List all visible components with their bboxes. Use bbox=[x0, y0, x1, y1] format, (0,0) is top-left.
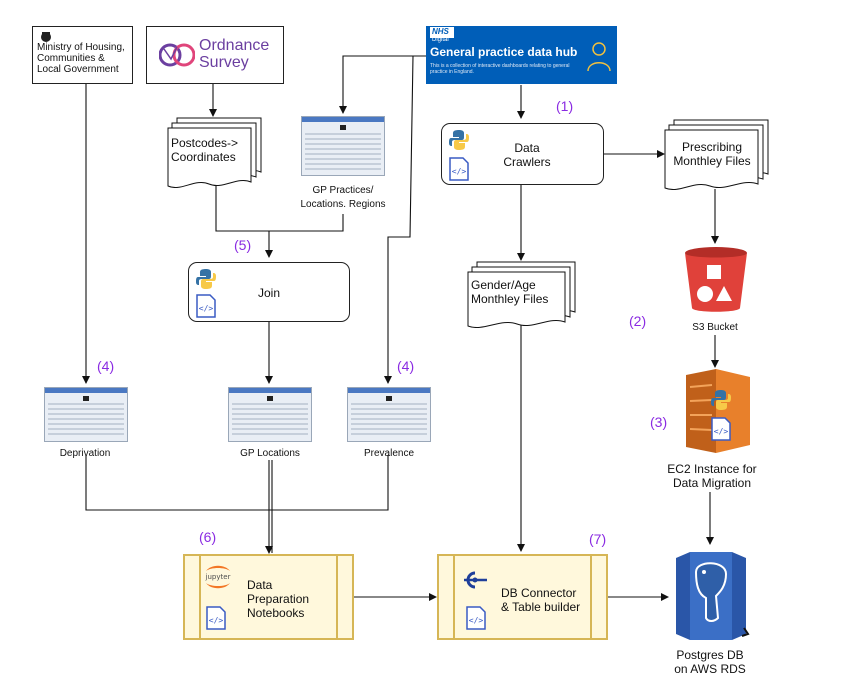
db-connector-label: DB Connector & Table builder bbox=[501, 586, 581, 614]
arrow-nhs-prevalence bbox=[384, 55, 420, 384]
postcodes-document: Postcodes-> Coordinates bbox=[167, 116, 263, 188]
step-3-label: (3) bbox=[650, 414, 668, 430]
step-7-label: (7) bbox=[589, 531, 607, 547]
svg-text:</>: </> bbox=[469, 616, 484, 625]
python-icon bbox=[710, 389, 732, 416]
gp-practices-screenshot bbox=[301, 116, 385, 176]
ec2-label: EC2 Instance for Data Migration bbox=[667, 462, 757, 490]
royal-crest-icon bbox=[39, 30, 53, 48]
svg-text:</>: </> bbox=[714, 427, 729, 436]
code-file-icon: </> bbox=[195, 294, 217, 323]
nhs-badge-bottom: Digital bbox=[432, 37, 449, 43]
document-stack-icon bbox=[167, 117, 262, 188]
svg-text:</>: </> bbox=[209, 616, 224, 625]
step-5-label: (5) bbox=[234, 237, 252, 253]
mhclg-label: Ministry of Housing, Communities & Local… bbox=[37, 42, 125, 75]
mhclg-source: Ministry of Housing, Communities & Local… bbox=[32, 26, 133, 84]
line-to-dataprep bbox=[85, 455, 389, 511]
box-left-bar bbox=[185, 556, 201, 638]
ordnance-survey-logo-icon bbox=[158, 39, 196, 76]
arrow-nhs-gppractices bbox=[339, 55, 426, 114]
os-label-line1: Ordnance bbox=[199, 37, 270, 54]
svg-text:</>: </> bbox=[199, 304, 214, 313]
document-stack-icon bbox=[664, 119, 769, 190]
doctor-icon bbox=[586, 40, 612, 77]
postgres-label: Postgres DB on AWS RDS bbox=[674, 648, 746, 676]
data-crawlers-node: </> Data Crawlers bbox=[441, 123, 604, 185]
data-preparation-node: jupyter </> Data Preparation Notebooks bbox=[183, 554, 354, 640]
svg-text:</>: </> bbox=[452, 167, 467, 176]
python-icon bbox=[195, 268, 217, 295]
join-node: </> Join bbox=[188, 262, 350, 322]
os-label-line2: Survey bbox=[199, 54, 249, 71]
code-file-icon: </> bbox=[448, 157, 470, 186]
jupyter-text: jupyter bbox=[205, 573, 231, 581]
line-postcodes-gp bbox=[215, 185, 344, 232]
jupyter-icon: jupyter bbox=[203, 562, 233, 595]
db-connector-node: </> DB Connector & Table builder bbox=[437, 554, 608, 640]
step-2-label: (2) bbox=[629, 313, 647, 329]
data-preparation-label: Data Preparation Notebooks bbox=[247, 578, 310, 620]
data-crawlers-label: Data Crawlers bbox=[503, 141, 551, 169]
s3-label: S3 Bucket bbox=[692, 322, 738, 333]
postcodes-label: Postcodes-> Coordinates bbox=[171, 136, 239, 164]
python-icon bbox=[448, 129, 470, 156]
join-label: Join bbox=[257, 286, 280, 300]
nhs-badge: NHS bbox=[430, 27, 454, 38]
ec2-instance-icon: </> bbox=[676, 367, 754, 460]
ordnance-survey-source: Ordnance Survey bbox=[146, 26, 284, 84]
prescribing-document: Prescribing Monthley Files bbox=[664, 118, 770, 190]
deprivation-label: Deprivation bbox=[59, 448, 111, 459]
box-left-bar bbox=[439, 556, 455, 638]
deprivation-screenshot bbox=[44, 387, 128, 442]
step-1-label: (1) bbox=[556, 98, 574, 114]
box-right-bar bbox=[590, 556, 606, 638]
gender-age-document: Gender/Age Monthley Files bbox=[467, 260, 577, 328]
step-4a-label: (4) bbox=[97, 358, 115, 374]
connector-icon bbox=[461, 570, 489, 595]
gp-locations-screenshot bbox=[228, 387, 312, 442]
nhs-badge-top: NHS bbox=[432, 27, 449, 36]
code-file-icon: </> bbox=[710, 417, 732, 446]
box-right-bar bbox=[336, 556, 352, 638]
s3-bucket-icon bbox=[683, 246, 749, 319]
nhs-subtitle: This is a collection of interactive dash… bbox=[430, 63, 570, 75]
code-file-icon: </> bbox=[465, 606, 487, 635]
document-stack-icon bbox=[467, 261, 576, 328]
gender-age-label: Gender/Age Monthley Files bbox=[471, 278, 549, 306]
step-4b-label: (4) bbox=[397, 358, 415, 374]
step-6-label: (6) bbox=[199, 529, 217, 545]
postgres-rds-icon bbox=[668, 548, 754, 649]
gp-practices-label: GP Practices/ Locations. Regions bbox=[300, 185, 386, 210]
nhs-title: General practice data hub bbox=[430, 45, 578, 59]
prevalence-screenshot bbox=[347, 387, 431, 442]
prevalence-label: Prevalence bbox=[363, 448, 415, 459]
code-file-icon: </> bbox=[205, 606, 227, 635]
gp-locations-label: GP Locations bbox=[240, 448, 300, 459]
nhs-data-hub-source: NHS Digital General practice data hub Th… bbox=[426, 26, 617, 84]
prescribing-label: Prescribing Monthley Files bbox=[673, 140, 751, 168]
